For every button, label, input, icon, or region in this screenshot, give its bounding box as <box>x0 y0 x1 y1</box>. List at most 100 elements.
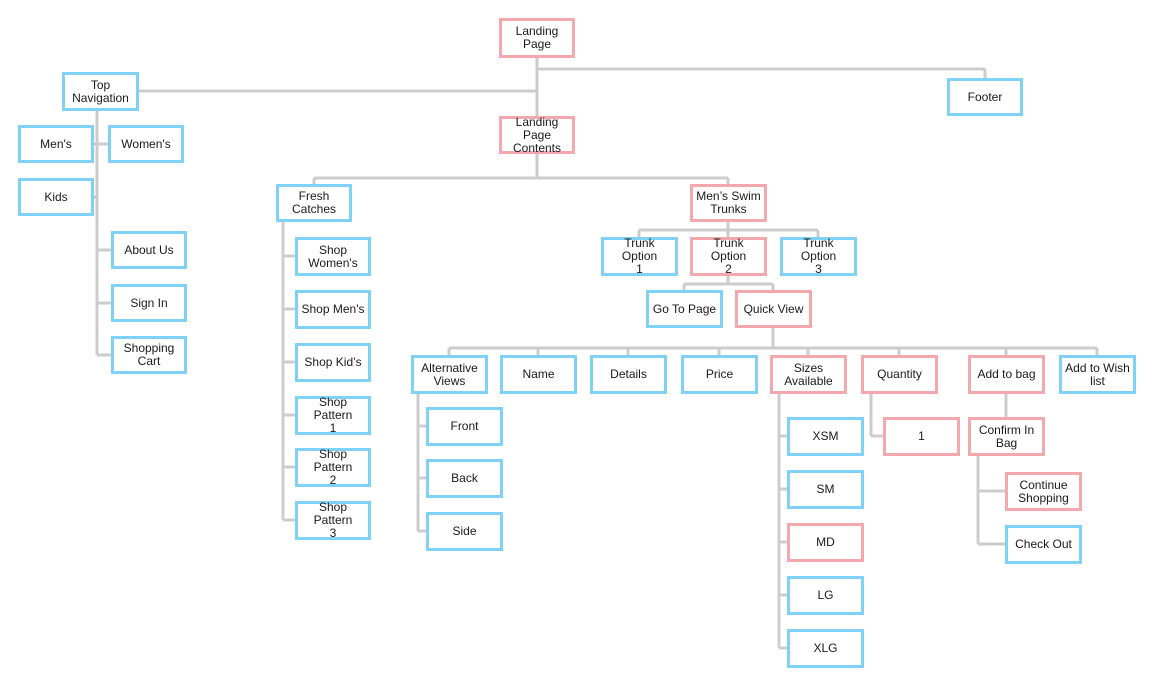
node-womens: Women's <box>108 125 184 163</box>
node-landing-page: Landing Page <box>499 18 575 58</box>
node-lg: LG <box>787 576 864 615</box>
node-label: Quick View <box>743 301 804 316</box>
node-label-line: Men's <box>40 136 72 151</box>
node-label-line: Shop Pattern <box>313 447 353 474</box>
node-label: Price <box>706 368 733 381</box>
node-name: Name <box>500 355 577 394</box>
node-about-us: About Us <box>111 231 187 269</box>
node-label: Details <box>610 368 647 381</box>
node-label-line: list <box>1090 373 1105 388</box>
node-label-line: 1 <box>329 421 337 435</box>
node-shop-kids: Shop Kid’s <box>295 343 371 382</box>
node-label-line: Landing Page <box>515 114 559 142</box>
node-label: Sign In <box>130 295 168 310</box>
node-label-line: Alternative <box>421 360 478 375</box>
node-qty-1: 1 <box>883 417 960 456</box>
node-quick-view: Quick View <box>735 290 812 328</box>
node-label-line: About Us <box>124 242 174 257</box>
node-label: Back <box>451 472 478 485</box>
node-price: Price <box>681 355 758 394</box>
node-label-line: Continue <box>1019 477 1068 492</box>
node-label-line: Shopping <box>123 341 175 355</box>
node-label-line: Front <box>450 419 479 433</box>
node-label-line: Kids <box>44 189 68 204</box>
node-label-line: 3 <box>815 262 822 276</box>
node-label-line: Trunk Option <box>621 236 658 263</box>
node-back: Back <box>426 459 503 498</box>
node-label-line: 2 <box>725 262 732 276</box>
node-label-line: 2 <box>329 473 337 487</box>
node-label: About Us <box>124 242 174 257</box>
node-label-line: Women's <box>121 136 171 151</box>
node-label: Check Out <box>1015 538 1072 551</box>
node-label-line: Details <box>610 367 647 381</box>
node-label-line: Sign In <box>130 295 168 310</box>
node-label-line: Landing Page <box>515 24 559 51</box>
node-label: SM <box>817 483 835 496</box>
node-label: Front <box>450 420 478 433</box>
node-label-line: XSM <box>812 429 839 443</box>
node-label: MD <box>816 536 835 549</box>
node-label-line: Shop Men's <box>301 302 365 316</box>
node-label-line: 3 <box>329 526 337 540</box>
node-label-line: Trunk Option <box>710 236 747 263</box>
node-footer: Footer <box>947 78 1023 116</box>
node-label-line: Fresh <box>298 189 330 203</box>
node-label-line: Women's <box>308 255 358 270</box>
node-label: 1 <box>918 430 925 443</box>
node-label-line: Quick View <box>743 301 804 316</box>
node-label-line: Name <box>522 367 555 381</box>
node-label: Go To Page <box>653 302 716 316</box>
node-label-line: Shop <box>318 242 347 257</box>
node-label-line: Add to bag <box>977 367 1036 381</box>
node-label: Name <box>522 368 554 381</box>
node-check-out: Check Out <box>1005 525 1082 564</box>
node-label-line: Shopping <box>1018 490 1069 505</box>
node-label: Men's <box>40 136 72 151</box>
node-kids: Kids <box>18 178 94 216</box>
node-label: Women's <box>121 136 171 151</box>
node-sm: SM <box>787 470 864 509</box>
node-quantity: Quantity <box>861 355 938 394</box>
node-label-line: Add to Wish <box>1065 360 1130 375</box>
node-label-line: Contents <box>512 140 562 155</box>
node-shop-mens: Shop Men's <box>295 290 371 329</box>
node-xsm: XSM <box>787 417 864 456</box>
node-add-to-bag: Add to bag <box>968 355 1045 394</box>
node-label-line: MD <box>816 535 835 549</box>
node-label-line: Footer <box>967 89 1003 104</box>
node-label: Shop Kid’s <box>304 356 361 369</box>
node-label-line: SM <box>816 482 835 496</box>
node-label-line: Views <box>433 373 466 388</box>
node-go-to-page: Go To Page <box>646 290 723 328</box>
node-md: MD <box>787 523 864 562</box>
node-label-line: 1 <box>918 429 925 443</box>
node-label-line: Quantity <box>877 367 922 381</box>
